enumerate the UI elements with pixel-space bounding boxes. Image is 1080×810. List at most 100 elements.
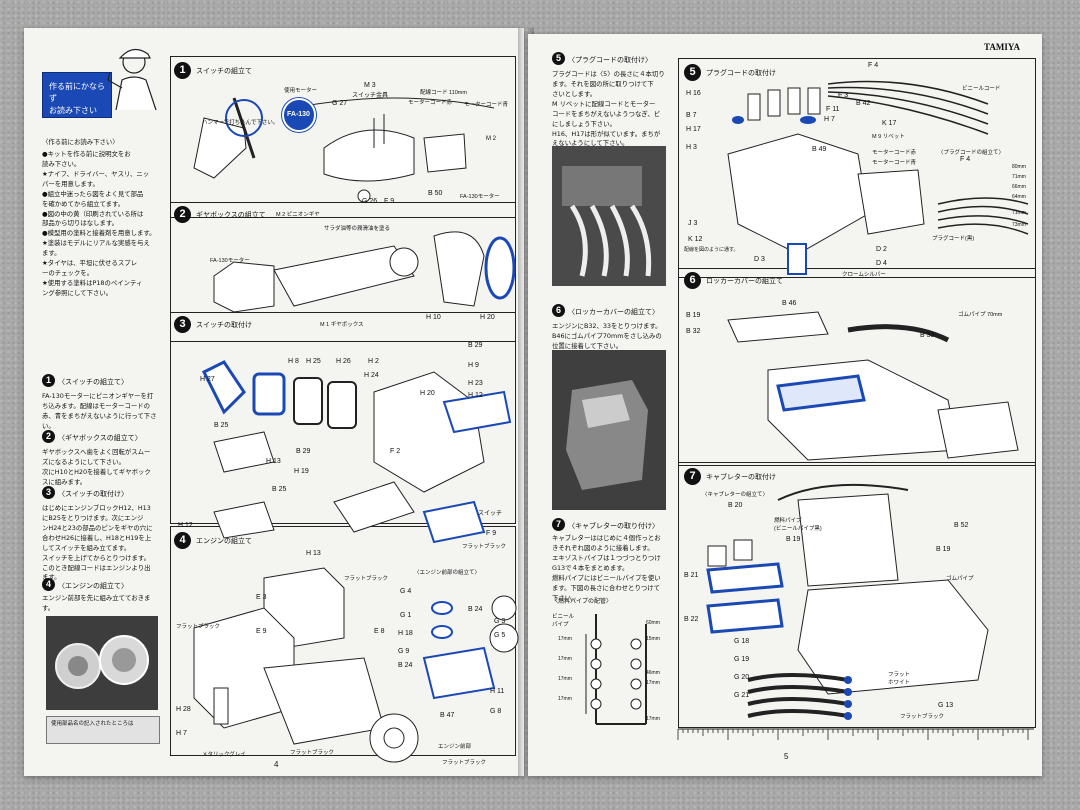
s3-label-b29: B 29 — [296, 448, 311, 455]
s1-label-motor-used: 使用モーター — [284, 88, 318, 94]
s7-label-b52: B 52 — [954, 522, 969, 529]
s2-label-oil: サラダ油等の潤滑油を塗る — [324, 226, 391, 232]
plug-cord-photo — [552, 146, 666, 286]
s4-label-e3: E 3 — [256, 594, 267, 601]
pulley-photo — [46, 616, 158, 710]
s1-label-g27: G 27 — [332, 100, 348, 107]
fuel-label-17a: 17mm — [558, 636, 572, 642]
step-7-box — [678, 462, 1036, 728]
s4-label-flat-black-4: フラットブラック — [442, 760, 487, 766]
s5-label-d2: D 2 — [876, 246, 887, 253]
s5-label-h16: H 16 — [686, 90, 701, 97]
step-7-diagram — [706, 483, 989, 720]
s5-label-71b: 71mm — [1012, 210, 1026, 216]
s3-label-switch: スイッチ — [478, 511, 503, 517]
s7-label-g13: G 13 — [938, 702, 954, 709]
s4-label-metallic-gray: メタリックグレイ — [202, 752, 246, 758]
fuel-label-vinyl: ビニール パイプ — [552, 614, 575, 628]
s7-label-g19: G 19 — [734, 656, 750, 663]
fuel-label-60: 60mm — [646, 620, 660, 626]
s1-label-wire: 配線コード 110mm — [420, 90, 467, 96]
right-page: TAMIYA 5 〈プラグコードの取付け〉 プラグコードは〈5〉の長さに４本切り… — [528, 34, 1042, 776]
s4-label-g5: G 5 — [494, 632, 506, 639]
intro-step-2-badge: 2 — [42, 430, 55, 443]
s7-label-b22: B 22 — [684, 616, 699, 623]
s7-label-g20: G 20 — [734, 674, 750, 681]
s4-label-g1: G 1 — [400, 612, 412, 619]
step-1-title: スイッチの組立て — [196, 67, 252, 75]
s3-label-h8: H 8 — [288, 358, 299, 365]
step-2-title: ギヤボックスの組立て — [196, 211, 266, 219]
intro-banner: 作る前にかならず お読み下さい — [42, 72, 112, 118]
footer-note: 使用部品名の記入されたところは — [51, 721, 134, 727]
step-5-diagram — [727, 80, 1029, 275]
s1-label-m3: M 3 — [364, 82, 376, 89]
s7-label-b19-b: B 19 — [936, 546, 951, 553]
s3-label-h24: H 24 — [364, 372, 379, 379]
s4-label-front-assembly: 〈エンジン前部の組立て〉 — [414, 570, 481, 576]
s4-label-engine-front: エンジン前部 — [438, 744, 472, 750]
s5-label-k12: K 12 — [688, 236, 703, 243]
s5-label-f4-b: F 4 — [960, 156, 971, 163]
s4-label-h11: H 11 — [490, 688, 505, 695]
s7-text-badge: 7 — [552, 518, 565, 531]
s3-label-h13-a: H 13 — [266, 458, 281, 465]
right-page-number: 5 — [784, 752, 789, 761]
s4-label-flat-black-2: フラットブラック — [176, 624, 221, 630]
step-1-diagram — [193, 97, 495, 203]
s4-label-g8: G 8 — [490, 708, 502, 715]
step-2-box — [170, 202, 516, 342]
s1-label-hammer: ハンマーで打ち込んで下さい。 — [202, 120, 279, 126]
s4-label-h18: H 18 — [398, 630, 413, 637]
intro-step-3-badge: 3 — [42, 486, 55, 499]
s6-label-b46: B 46 — [782, 300, 797, 307]
s5-label-h7: H 7 — [824, 116, 835, 123]
s5-label-j3: J 3 — [688, 220, 698, 227]
s6-text: エンジンにB32、33をとりつけます。 B46にゴムパイプ70mmをさし込みの … — [552, 322, 662, 350]
s5-label-h3: H 3 — [686, 144, 697, 151]
s3-label-b25-b: B 25 — [272, 486, 287, 493]
fuel-label-46: 46mm — [646, 670, 660, 676]
fuel-label-17b: 17mm — [558, 656, 572, 662]
s5-text-title: 〈プラグコードの取付け〉 — [568, 56, 652, 64]
s5-label-plug-assembly: 〈プラグコードの組立て〉 — [938, 150, 1005, 156]
s1-label-pinion: M 2 ピニオンギヤ — [276, 212, 320, 218]
intro-step-2-title: 〈ギヤボックスの組立て〉 — [58, 434, 142, 442]
step-6-diagram — [727, 311, 1019, 461]
s5-label-64: 64mm — [1012, 194, 1026, 200]
s1-label-b50: B 50 — [428, 190, 443, 197]
step-4-diagram — [193, 567, 519, 763]
s3-label-h20: H 20 — [420, 390, 435, 397]
s3-label-h12-top: H 12 — [468, 392, 483, 399]
s5-label-b42: B 42 — [856, 100, 871, 107]
fuel-label-15: 15mm — [646, 636, 660, 642]
s4-label-b47: B 47 — [440, 712, 455, 719]
s5-label-73: 73mm — [1012, 222, 1026, 228]
left-page-number: 4 — [274, 760, 279, 769]
step-2-diagram — [213, 231, 516, 313]
step-7-title: キャブレターの取付け — [706, 473, 776, 481]
step-5-title: プラグコードの取付け — [706, 69, 776, 77]
s1-label-f9: F 9 — [384, 198, 395, 205]
intro-step-4-badge: 4 — [42, 578, 55, 591]
intro-step-3-text: はじめにエンジンブロックH12、H13 にB25をとりつけます。次にエンジ ンH… — [42, 504, 153, 582]
s3-label-h2: H 2 — [368, 358, 379, 365]
s1-label-switch-bracket: スイッチ金具 — [352, 93, 389, 99]
s3-label-b29-top: B 29 — [468, 342, 483, 349]
fa130-badge-text: FA-130 — [287, 111, 310, 118]
s6-label-rubber-pipe: ゴムパイプ 70mm — [958, 312, 1003, 318]
step-6-badge: 6 — [684, 272, 701, 289]
s5-label-chrome: クロームシルバー — [842, 272, 886, 278]
s4-label-e9: E 9 — [256, 628, 267, 635]
s5-label-wire-route: 配線を図のように通す。 — [684, 247, 739, 253]
s5-label-d3: D 3 — [754, 256, 765, 263]
s3-label-flat-black: フラットブラック — [462, 544, 507, 550]
s7-text: キャブレターははじめに４個作っとお きそれぞれ図のように接着します。 エキゾスト… — [552, 534, 661, 602]
s2-label-h20: H 20 — [480, 314, 495, 321]
intro-step-1-title: 〈スイッチの組立て〉 — [58, 378, 128, 386]
s5-label-m9: M 9 リベット — [872, 134, 905, 140]
s7-label-b20: B 20 — [728, 502, 743, 509]
step-1-badge: 1 — [174, 62, 191, 79]
s1-label-m2: M 2 — [486, 136, 497, 142]
s4-label-g4: G 4 — [400, 588, 412, 595]
